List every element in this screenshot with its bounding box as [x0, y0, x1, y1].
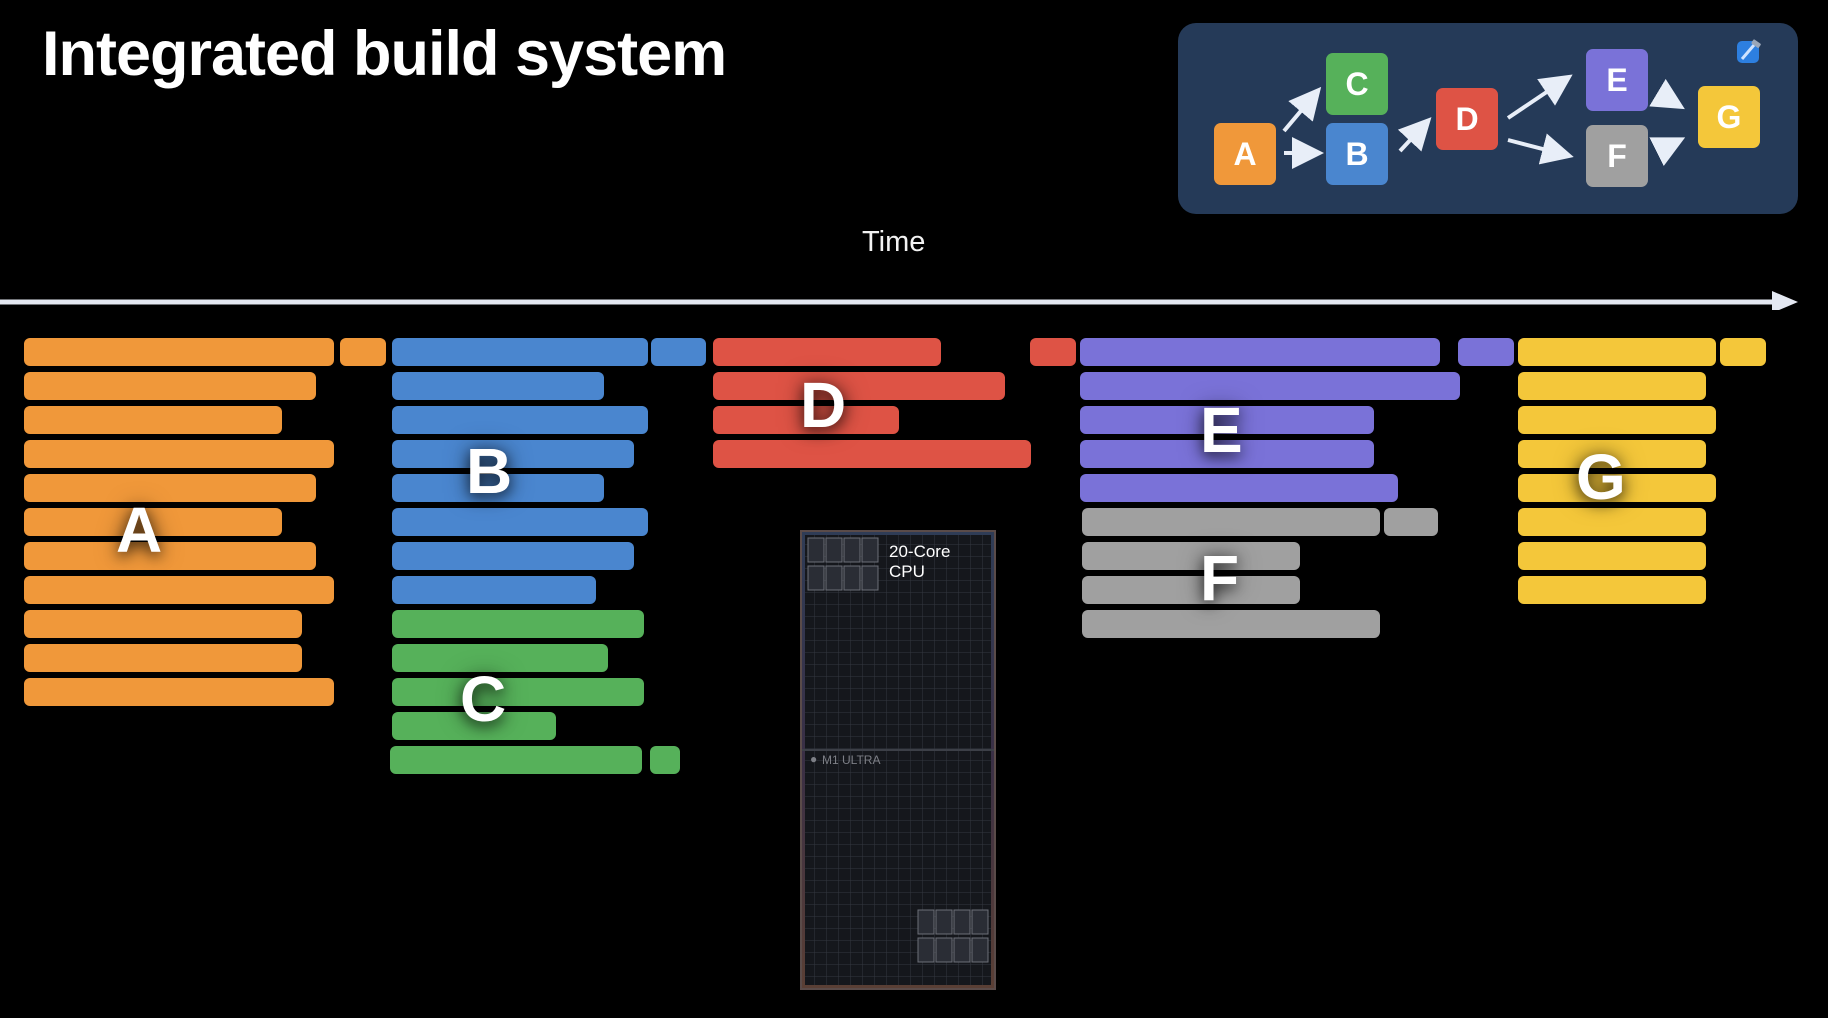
task-bar-g	[1518, 372, 1706, 400]
task-bar-a	[24, 644, 302, 672]
apple-logo-icon: ●	[810, 752, 818, 766]
task-bar-f	[1082, 610, 1380, 638]
task-bar-a	[24, 440, 334, 468]
task-bar-a	[24, 406, 282, 434]
node-e: E	[1586, 49, 1648, 111]
task-bar-a	[24, 678, 334, 706]
node-a: A	[1214, 123, 1276, 185]
task-bar-b	[651, 338, 706, 366]
chip-core-label: 20-Core CPU	[889, 542, 951, 581]
group-label-g: G	[1576, 441, 1626, 513]
task-bar-d	[713, 338, 941, 366]
task-bar-e	[1458, 338, 1514, 366]
task-bar-c	[390, 746, 642, 774]
task-bar-a	[24, 508, 282, 536]
task-bar-e	[1080, 406, 1374, 434]
task-bar-a	[340, 338, 386, 366]
task-bar-b	[392, 576, 596, 604]
task-bar-b	[392, 474, 604, 502]
task-bar-a	[24, 576, 334, 604]
task-bar-d	[713, 372, 1005, 400]
time-axis-label: Time	[862, 226, 926, 258]
task-bar-d	[1030, 338, 1076, 366]
task-bar-g	[1720, 338, 1766, 366]
task-bar-f	[1082, 576, 1300, 604]
task-bar-c	[392, 644, 608, 672]
task-bar-e	[1080, 440, 1374, 468]
task-bar-g	[1518, 508, 1706, 536]
task-bar-g	[1518, 474, 1716, 502]
m1-ultra-chip: 20-Core CPU ● M1 ULTRA	[800, 530, 996, 990]
chip-brand-label: M1 ULTRA	[822, 753, 881, 767]
slide-title: Integrated build system	[42, 19, 727, 89]
chip-die-pattern	[802, 532, 994, 988]
time-axis	[0, 291, 1798, 310]
task-bar-b	[392, 508, 648, 536]
task-bar-g	[1518, 406, 1716, 434]
task-bar-b	[392, 372, 604, 400]
xcode-icon	[1737, 39, 1761, 63]
task-bar-c	[392, 712, 556, 740]
task-bar-g	[1518, 576, 1706, 604]
task-bar-g	[1518, 338, 1716, 366]
node-b: B	[1326, 123, 1388, 185]
task-bar-a	[24, 542, 316, 570]
task-bar-c	[392, 610, 644, 638]
dependency-graph-panel: A C B D E F G	[1178, 23, 1798, 214]
task-bar-g	[1518, 440, 1706, 468]
group-label-d: D	[800, 369, 847, 441]
task-bar-d	[713, 440, 1031, 468]
task-bar-g	[1518, 542, 1706, 570]
node-g: G	[1698, 86, 1760, 148]
task-bar-b	[392, 338, 648, 366]
task-bar-e	[1080, 474, 1398, 502]
task-bar-f	[1082, 542, 1300, 570]
task-bar-f	[1384, 508, 1438, 536]
group-label-c: C	[460, 663, 507, 735]
task-bar-a	[24, 372, 316, 400]
task-bar-b	[392, 440, 634, 468]
node-f: F	[1586, 125, 1648, 187]
task-bar-f	[1082, 508, 1380, 536]
node-d: D	[1436, 88, 1498, 150]
group-label-f: F	[1200, 542, 1240, 614]
group-label-a: A	[116, 494, 163, 566]
dependency-arrows	[1282, 74, 1686, 169]
task-bar-e	[1080, 372, 1460, 400]
task-bar-a	[24, 338, 334, 366]
task-bar-c	[650, 746, 680, 774]
task-bar-e	[1080, 338, 1440, 366]
task-bar-b	[392, 542, 634, 570]
node-c: C	[1326, 53, 1388, 115]
task-bar-a	[24, 474, 316, 502]
task-bar-b	[392, 406, 648, 434]
task-bar-d	[713, 406, 899, 434]
group-label-b: B	[466, 435, 513, 507]
task-bar-a	[24, 610, 302, 638]
group-label-e: E	[1200, 394, 1243, 466]
task-bar-c	[392, 678, 644, 706]
